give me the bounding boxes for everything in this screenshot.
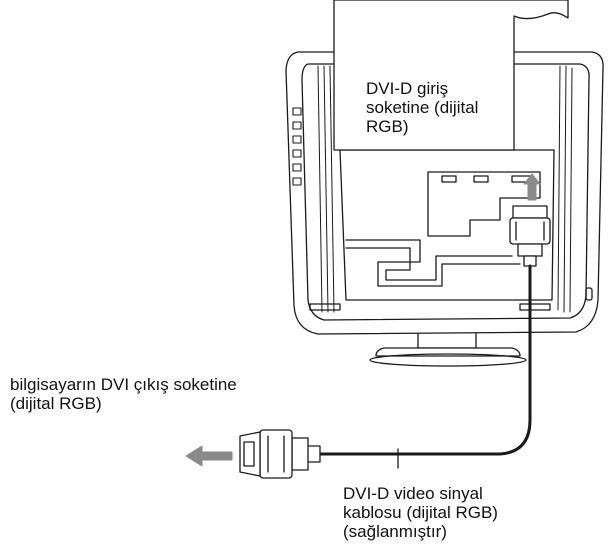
computer-output-label: bilgisayarın DVI çıkış soketine (dijital…	[10, 375, 237, 413]
dvi-input-label: DVI-D giriş soketine (dijital RGB)	[366, 79, 478, 136]
cable-label-line-2: kablosu (dijital RGB)	[343, 503, 498, 522]
insert-arrow-up-icon	[523, 173, 541, 201]
side-buttons	[292, 107, 302, 186]
dvi-input-label-line-3: RGB)	[366, 117, 409, 136]
dvi-cable	[318, 264, 532, 456]
cable-label-line-3: (sağlanmıştır)	[343, 522, 447, 541]
monitor-side-dvi-plug	[509, 173, 551, 267]
connect-arrow-left-icon	[185, 445, 233, 467]
computer-output-label-line-2: (dijital RGB)	[10, 394, 102, 413]
callout-panel	[333, 0, 569, 151]
monitor-stand	[369, 333, 527, 367]
dvi-input-label-line-2: soketine (dijital	[366, 98, 479, 117]
computer-output-label-line-1: bilgisayarın DVI çıkış soketine	[10, 375, 237, 394]
computer-side-dvi-plug	[239, 429, 321, 479]
connector-slots	[441, 175, 531, 183]
cable-label-line-1: DVI-D video sinyal	[343, 484, 483, 503]
dvi-input-label-line-1: DVI-D giriş	[366, 79, 449, 98]
cable-label: DVI-D video sinyal kablosu (dijital RGB)…	[343, 484, 498, 541]
